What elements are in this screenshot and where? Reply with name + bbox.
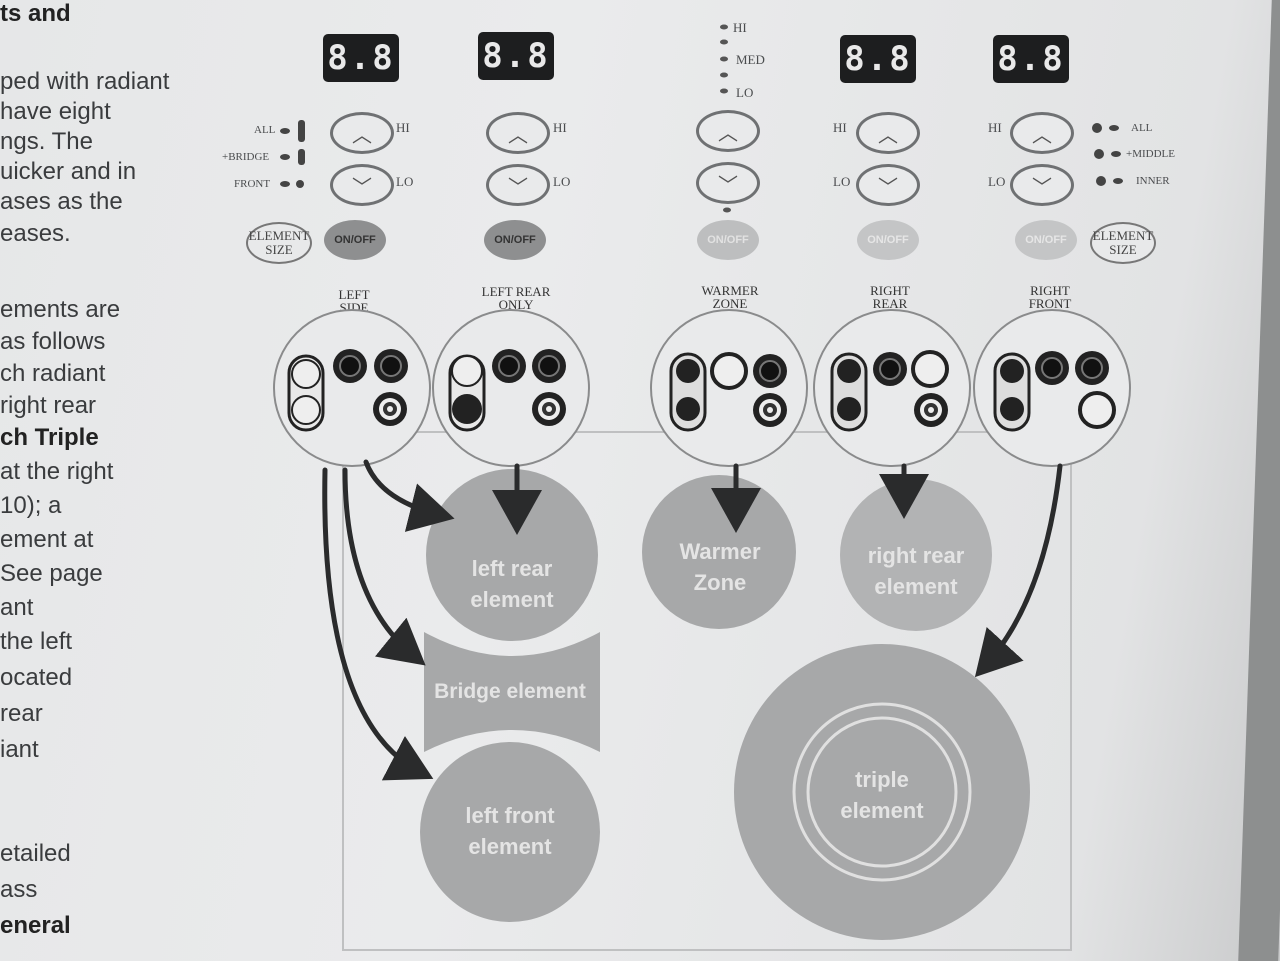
body-text-line: eases. [0, 220, 71, 247]
warmer-med-label: MED [736, 52, 765, 67]
left-rear-hi-label: HI [553, 120, 567, 135]
body-text-line: right rear [0, 392, 97, 419]
body-text-line: 10); a [0, 492, 62, 519]
right-rear-element [840, 479, 992, 631]
left-rear-up-button[interactable]: ︿ [486, 112, 550, 154]
chevron-down-icon: ﹀ [1032, 176, 1052, 199]
bridge-element [424, 632, 600, 752]
chevron-up-icon: ︿ [878, 124, 898, 147]
body-text-line: ements are [0, 296, 121, 323]
left-rear-display: 8.8 [478, 32, 554, 80]
chevron-down-icon: ﹀ [718, 174, 738, 197]
body-text-line: See page [0, 560, 103, 587]
left-side-zone-icon [273, 309, 431, 467]
warmer-hi-label: HI [733, 20, 747, 35]
right-front-lo-label: LO [988, 174, 1006, 189]
body-text-line: etailed [0, 840, 71, 867]
body-text-line: ases as the [0, 188, 123, 215]
chevron-up-icon: ︿ [718, 122, 738, 145]
bridge-element-label: Bridge element [434, 680, 586, 703]
left-side-display: 8.8 [323, 34, 399, 82]
right-rear-down-button[interactable]: ﹀ [856, 164, 920, 206]
left-side-lo-label: LO [396, 174, 414, 189]
right-front-down-button[interactable]: ﹀ [1010, 164, 1074, 206]
body-text-line: the left [0, 628, 73, 655]
right-size-all-label: ALL [1131, 122, 1153, 134]
warmer-onoff-button[interactable]: ON/OFF [697, 220, 759, 260]
body-text-line: at the right [0, 458, 114, 485]
right-front-zone-icon [973, 309, 1131, 467]
right-rear-lo-label: LO [833, 174, 851, 189]
chevron-up-icon: ︿ [1032, 124, 1052, 147]
right-rear-zone-icon [813, 309, 971, 467]
left-side-hi-label: HI [396, 120, 410, 135]
warmer-up-button[interactable]: ︿ [696, 110, 760, 152]
body-text-line: ch Triple [0, 424, 99, 451]
left-rear-only-zone-icon [432, 309, 590, 467]
left-rear-lo-label: LO [553, 174, 571, 189]
left-size-indicator-lights [280, 120, 305, 188]
warmer-lo-label: LO [736, 85, 754, 100]
left-side-down-button[interactable]: ﹀ [330, 164, 394, 206]
right-front-onoff-button[interactable]: ON/OFF [1015, 220, 1077, 260]
body-text-line: ant [0, 594, 34, 621]
warmer-level-dots [720, 24, 731, 213]
body-text-line: ocated [0, 664, 73, 691]
left-front-element [420, 742, 600, 922]
warmer-zone-icon [650, 309, 808, 467]
chevron-down-icon: ﹀ [878, 176, 898, 199]
chevron-up-icon: ︿ [352, 124, 372, 147]
body-text-line: ts and [0, 0, 71, 27]
pointer-arrows [322, 459, 1063, 781]
left-side-onoff-button[interactable]: ON/OFF [324, 220, 386, 260]
right-rear-hi-label: HI [833, 120, 847, 135]
left-size-all-label: ALL [254, 124, 276, 136]
body-text-line: ped with radiant [0, 68, 170, 95]
right-rear-display: 8.8 [840, 35, 916, 83]
body-text-line: ngs. The [0, 128, 93, 155]
body-text-line: rear [0, 700, 43, 727]
right-front-up-button[interactable]: ︿ [1010, 112, 1074, 154]
right-size-middle-label: +MIDDLE [1126, 148, 1175, 160]
right-front-display: 8.8 [993, 35, 1069, 83]
chevron-up-icon: ︿ [508, 124, 528, 147]
body-text-line: have eight [0, 98, 111, 125]
left-rear-down-button[interactable]: ﹀ [486, 164, 550, 206]
right-size-inner-label: INNER [1136, 175, 1170, 187]
right-front-hi-label: HI [988, 120, 1002, 135]
body-text-line: iant [0, 736, 39, 763]
triple-element [734, 644, 1030, 940]
left-size-bridge-label: +BRIDGE [222, 151, 270, 163]
left-size-front-label: FRONT [234, 178, 271, 190]
body-text-line: ement at [0, 526, 94, 553]
right-size-indicator-lights [1092, 123, 1123, 186]
left-side-up-button[interactable]: ︿ [330, 112, 394, 154]
body-text-line: uicker and in [0, 158, 137, 185]
body-text-line: as follows [0, 328, 106, 355]
body-text-line: eneral [0, 912, 71, 939]
body-text-line: ch radiant [0, 360, 106, 387]
left-rear-onoff-button[interactable]: ON/OFF [484, 220, 546, 260]
body-text-line: ass [0, 876, 38, 903]
right-rear-onoff-button[interactable]: ON/OFF [857, 220, 919, 260]
chevron-down-icon: ﹀ [508, 176, 528, 199]
chevron-down-icon: ﹀ [352, 176, 372, 199]
warmer-down-button[interactable]: ﹀ [696, 162, 760, 204]
left-rear-element [426, 469, 598, 641]
right-rear-up-button[interactable]: ︿ [856, 112, 920, 154]
